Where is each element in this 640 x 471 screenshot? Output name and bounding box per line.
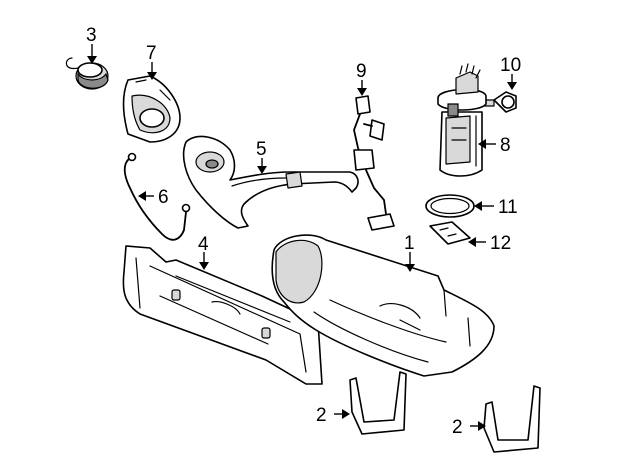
part-2-strap-right [483, 385, 541, 453]
part-7-filler-housing [122, 75, 181, 143]
callout-9: 9 [356, 61, 367, 82]
part-2-strap-left [349, 371, 407, 435]
part-12-pad [429, 221, 471, 245]
part-5-filler-pipe [182, 135, 359, 229]
callout-3: 3 [86, 25, 97, 46]
callout-11: 11 [498, 197, 518, 218]
part-4-shield [122, 245, 323, 385]
leader-lines [87, 44, 517, 431]
callout-4: 4 [198, 234, 209, 255]
callout-1: 1 [404, 233, 415, 254]
part-11-seal-ring [425, 194, 475, 218]
callout-8: 8 [500, 135, 511, 156]
callout-12: 12 [490, 233, 511, 254]
part-3-fuel-cap [65, 57, 109, 90]
callout-6: 6 [158, 187, 169, 208]
callout-2-left: 2 [316, 405, 327, 426]
part-6-ground-strap [123, 152, 191, 241]
part-9-wiring-harness [353, 95, 395, 231]
part-10-valve [483, 91, 517, 113]
part-8-fuel-pump-module [437, 63, 487, 177]
part-1-fuel-tank [271, 234, 495, 377]
callout-7: 7 [146, 43, 157, 64]
callout-5: 5 [256, 139, 267, 160]
callout-2-right: 2 [452, 417, 463, 438]
callout-10: 10 [500, 55, 521, 76]
callout-labels: 3 7 6 5 4 9 10 8 11 12 1 2 2 [86, 25, 521, 438]
